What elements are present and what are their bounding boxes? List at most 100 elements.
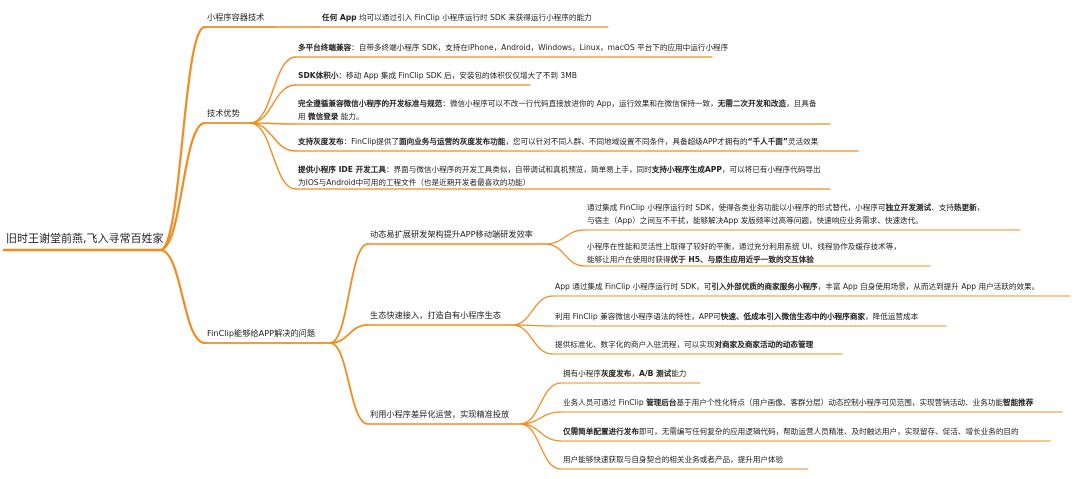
leaf-smart-recommend: 业务人员可通过 FinClip 管理后台基于用户个性化特点（用户画像、客群分层）…: [563, 396, 1033, 409]
leaf-bold: “千人千面”: [747, 137, 788, 146]
branch-label: FinClip能够给APP解决的问题: [207, 328, 316, 338]
leaf-bold: 管理后台: [646, 398, 677, 407]
leaf-text: 基于用户个性化特点（用户画像、客群分层）动态控制小程序可见范围，实现营销活动、业…: [676, 398, 1003, 407]
leaf-bold: 快速、低成本引入微信生态中的小程序商家: [720, 312, 866, 321]
leaf-bold: 无需二次开发和改造: [717, 99, 787, 108]
branch-problems-solved: FinClip能够给APP解决的问题: [207, 327, 315, 340]
edge-tech-leaf-0: [249, 56, 297, 124]
leaf-bold: 优于 H5、与原生应用近乎一致的交互体验: [670, 255, 814, 264]
leaf-ide-tool: 提供小程序 IDE 开发工具：界面与微信小程序的开发工具类似，自带调试和真机预览…: [298, 163, 821, 189]
leaf-bold: 支持灰度发布: [298, 137, 344, 146]
leaf-bold: 智能推荐: [1002, 398, 1034, 407]
leaf-text: ：界面与微信小程序的开发工具类似，自带调试和真机预览，简单易上手，同时: [385, 165, 652, 174]
root-edge-2: [158, 248, 207, 345]
root-label: 旧时王谢堂前燕,飞入寻常百姓家: [6, 232, 164, 245]
leaf-text: 能够让用户在使用时获得: [587, 255, 671, 264]
leaf-text: 小程序在性能和灵活性上取得了较好的平衡，通过充分利用系统 UI、线程协作及缓存技…: [587, 242, 901, 251]
branch-label: 技术优势: [207, 108, 240, 118]
leaf-bold: 任何 App: [322, 13, 357, 22]
leaf-container-sdk: 任何 App 均可以通过引入 FinClip 小程序运行时 SDK 来获得运行小…: [322, 11, 592, 24]
leaf-small-sdk: SDK体积小：移动 App 集成 FinClip SDK 后，安装包的体积仅仅增…: [298, 69, 577, 82]
edge-problem-sub-0: [329, 243, 369, 344]
leaf-text: 均可以通过引入 FinClip 小程序运行时 SDK 来获得运行小程序的能力: [356, 13, 592, 22]
leaf-text: ，且具备: [786, 99, 817, 108]
leaf-bold: 微信登录: [308, 112, 339, 121]
edge-sub0-leaf-1: [544, 243, 586, 267]
leaf-text: ，降低运营成本: [865, 312, 919, 321]
edge-tech-leaf-3: [249, 122, 297, 152]
leaf-external-merchants: App 通过集成 FinClip 小程序运行时 SDK，可引入外部优质的商家服务…: [555, 280, 1039, 293]
leaf-bold: SDK体积小: [298, 71, 339, 80]
leaf-ab-testing: 拥有小程序灰度发布，A/B 测试能力: [563, 367, 686, 380]
leaf-text: 与宿主（App）之间互不干扰，能够解决App 发版频率过高等问题，快速响应业务需…: [587, 216, 923, 225]
leaf-merchant-onboarding: 提供标准化、数字化的商户入驻流程，可以实现对商家及商家活动的动态管理: [555, 338, 813, 351]
leaf-text: 能力: [671, 369, 687, 378]
edge-problem-sub-1: [329, 324, 369, 344]
leaf-bold: 引入外部优质的商家服务小程序: [711, 282, 818, 291]
edge-tech-leaf-4: [249, 122, 297, 190]
root-edge-0: [158, 25, 207, 252]
edge-sub0-leaf-0: [544, 229, 586, 245]
leaf-bold: 完全遵循兼容微信小程序的开发标准与规范: [298, 99, 443, 108]
leaf-bold: 支持小程序生成APP: [651, 165, 722, 174]
edge-tech-leaf-1: [249, 84, 297, 124]
leaf-text: ，您可以针对不同人群、不同地域设置不同条件，具备超级APP才拥有的: [505, 137, 748, 146]
leaf-text: ，可以将已有小程序代码导出: [721, 165, 821, 174]
edge-sub1-leaf-0: [511, 295, 554, 326]
leaf-simple-config: 仅需简单配置进行发布即可，无需编写任何复杂的应用逻辑代码，帮助运营人员精准、及时…: [563, 425, 1019, 438]
leaf-text: 通过集成 FinClip 小程序运行时 SDK，使得各类业务功能以小程序的形式替…: [587, 203, 886, 212]
leaf-text: 拥有小程序: [563, 369, 601, 378]
leaf-bold: 仅需简单配置进行发布: [563, 427, 639, 436]
leaf-text: ，: [631, 369, 639, 378]
leaf-performance: 小程序在性能和灵活性上取得了较好的平衡，通过充分利用系统 UI、线程协作及缓存技…: [587, 240, 901, 266]
leaf-text: ：自带多终端小程序 SDK，支持在iPhone，Android，Windows，…: [351, 43, 729, 52]
leaf-text: ：微信小程序可以不改一行代码直接放进你的 App，运行效果和在微信保持一致，: [442, 99, 718, 108]
edge-problem-sub-2: [329, 342, 369, 425]
leaf-multi-platform: 多平台终端兼容：自带多终端小程序 SDK，支持在iPhone，Android，W…: [298, 41, 728, 54]
leaf-text: 用: [298, 112, 309, 121]
leaf-bold: 提供小程序 IDE 开发工具: [298, 165, 386, 174]
leaf-text: 用户能够快速获取与自身契合的相关业务或者产品，提升用户体验: [563, 455, 784, 464]
leaf-text: ，: [976, 203, 985, 212]
leaf-independent-dev: 通过集成 FinClip 小程序运行时 SDK，使得各类业务功能以小程序的形式替…: [587, 201, 984, 227]
edge-sub2-leaf-1: [519, 411, 562, 425]
leaf-gray-release: 支持灰度发布：FinClip提供了面向业务与运营的灰度发布功能，您可以针对不同人…: [298, 135, 818, 148]
root-edge-1: [158, 121, 207, 252]
sub-branch-ecosystem: 生态快速接入，打造自有小程序生态: [370, 309, 501, 322]
leaf-text: ，丰富 App 自身使用场景，从而达到提升 App 用户活跃的效果。: [817, 282, 1040, 291]
sub-branch-dev-efficiency: 动态易扩展研发架构提升APP移动端研发效率: [370, 228, 533, 241]
branch-label: 小程序容器技术: [207, 12, 265, 22]
leaf-text: 、支持: [931, 203, 954, 212]
leaf-bold: 面向业务与运营的灰度发布功能: [399, 137, 506, 146]
root-node: 旧时王谢堂前燕,飞入寻常百姓家: [6, 232, 164, 246]
edge-sub2-leaf-0: [519, 382, 562, 425]
edge-sub2-leaf-3: [519, 423, 562, 470]
leaf-text: 业务人员可通过 FinClip: [563, 398, 647, 407]
leaf-wechat-merchants: 利用 FinClip 兼容微信小程序语法的特性，APP可快速、低成本引入微信生态…: [555, 310, 918, 323]
leaf-wechat-compatible: 完全遵循兼容微信小程序的开发标准与规范：微信小程序可以不改一行代码直接放进你的 …: [298, 97, 816, 123]
leaf-text: ：移动 App 集成 FinClip SDK 后，安装包的体积仅仅增大了不到 3…: [338, 71, 577, 80]
edge-sub1-leaf-2: [511, 324, 554, 355]
leaf-bold: 对商家及商家活动的动态管理: [714, 340, 814, 349]
sub-branch-label: 动态易扩展研发架构提升APP移动端研发效率: [370, 229, 533, 239]
leaf-bold: 热更新: [953, 203, 977, 212]
leaf-text: 提供标准化、数字化的商户入驻流程，可以实现: [555, 340, 715, 349]
sub-branch-label: 利用小程序差异化运营，实现精准投放: [370, 409, 510, 419]
leaf-text: ：FinClip提供了: [343, 137, 400, 146]
leaf-bold: 多平台终端兼容: [298, 43, 352, 52]
leaf-text: 为IOS与Android中可用的工程文件（也是近期开发者最喜欢的功能）: [298, 178, 531, 187]
leaf-text: 能力。: [338, 112, 364, 121]
leaf-text: 利用 FinClip 兼容微信小程序语法的特性，APP可: [555, 312, 721, 321]
sub-branch-precision-ops: 利用小程序差异化运营，实现精准投放: [370, 408, 509, 421]
branch-technical-advantages: 技术优势: [207, 107, 240, 120]
leaf-text: 灵活效果: [787, 137, 819, 146]
leaf-bold: 独立开发测试: [885, 203, 932, 212]
leaf-text: App 通过集成 FinClip 小程序运行时 SDK，可: [555, 282, 712, 291]
leaf-text: 即可，无需编写任何复杂的应用逻辑代码，帮助运营人员精准、及时触达用户，实现留存、…: [638, 427, 1019, 436]
leaf-bold: 灰度发布: [600, 369, 632, 378]
edge-sub2-leaf-2: [519, 423, 562, 442]
branch-container-technology: 小程序容器技术: [207, 11, 264, 24]
sub-branch-label: 生态快速接入，打造自有小程序生态: [370, 310, 502, 320]
leaf-bold: A/B 测试: [638, 369, 672, 378]
